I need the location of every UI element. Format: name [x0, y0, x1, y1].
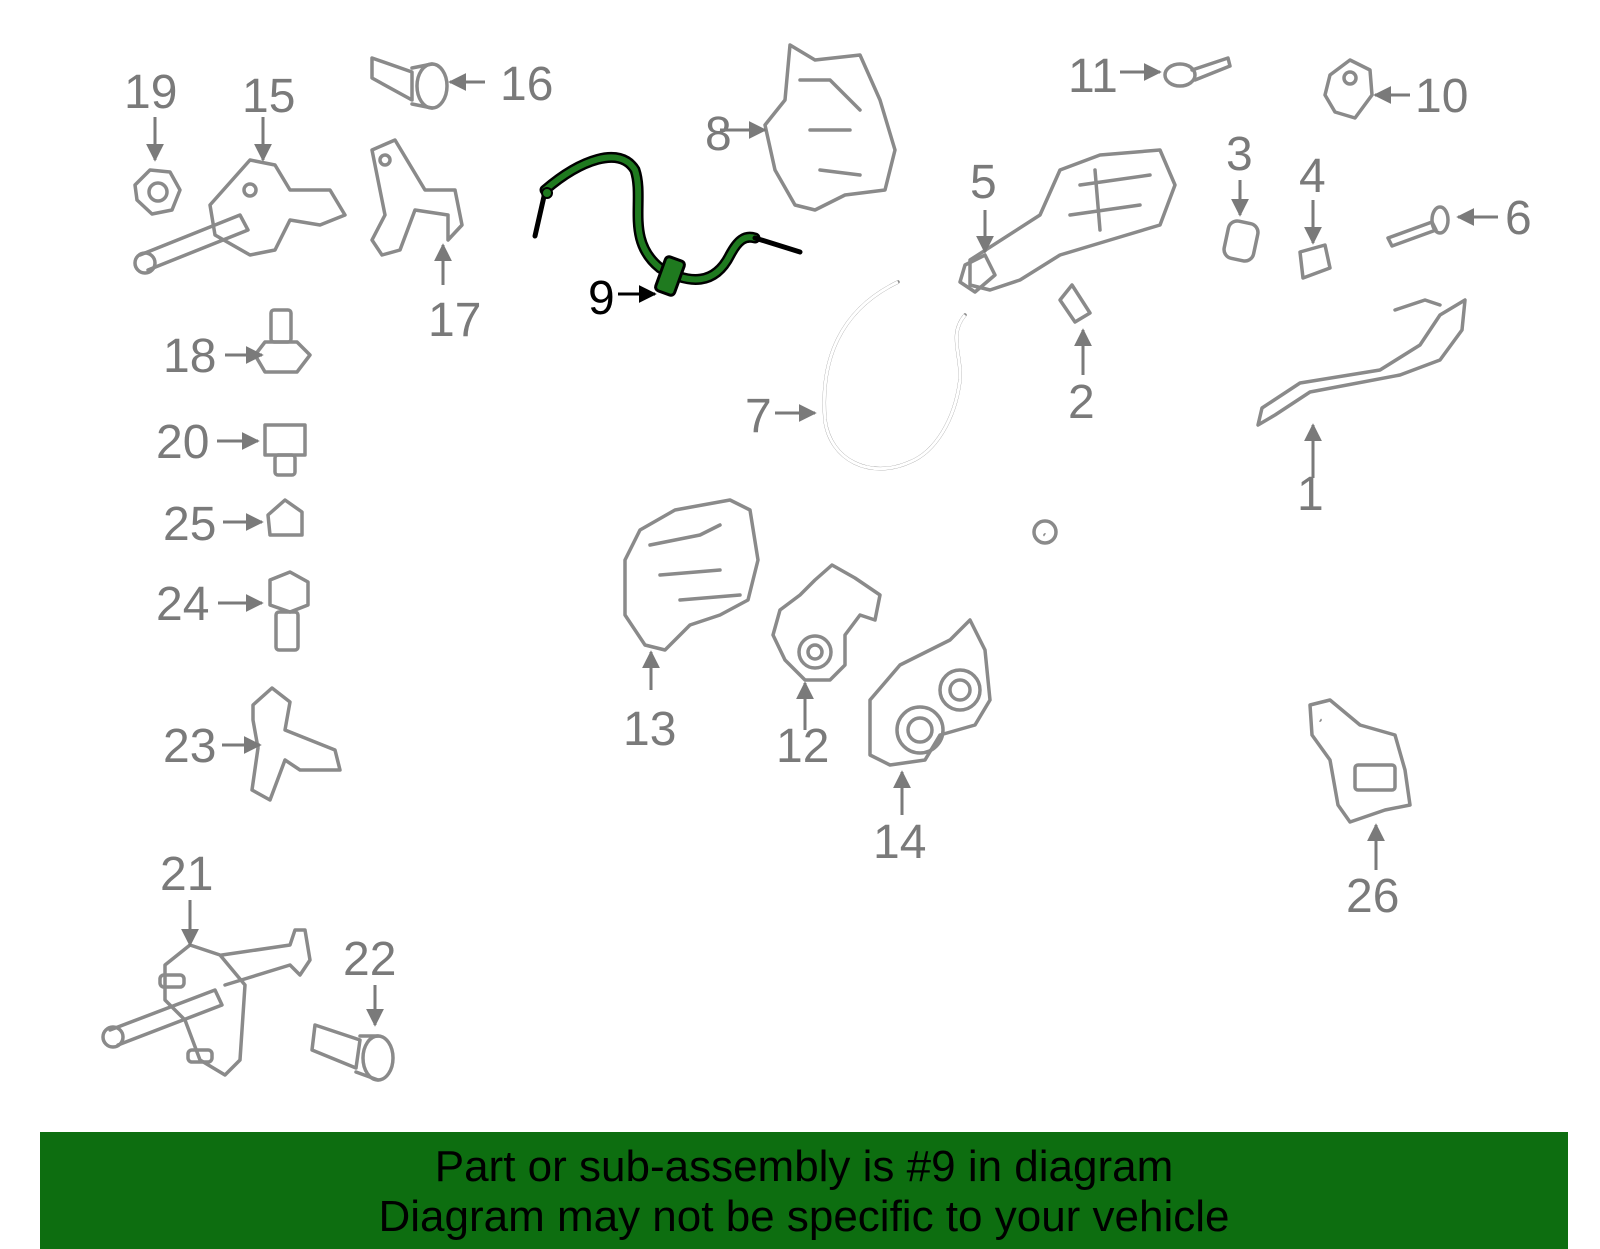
parts-diagram: 19 15 16 17 8 9 11 10 5 3 4 6 2 7 1 18 2…: [101, 43, 1532, 1082]
callout-3: 3: [1226, 128, 1253, 181]
part-2-cap[interactable]: [1058, 283, 1092, 324]
part-5-handle-frame[interactable]: [958, 148, 1177, 294]
part-17-bracket[interactable]: [370, 138, 464, 257]
part-14-striker[interactable]: [868, 618, 992, 767]
banner-line-2: Diagram may not be specific to your vehi…: [378, 1192, 1230, 1241]
part-4-clip[interactable]: [1298, 243, 1332, 280]
callout-24: 24: [156, 578, 209, 631]
callout-13: 13: [623, 703, 676, 756]
part-12-actuator[interactable]: [771, 563, 882, 682]
part-13-latch-housing[interactable]: [623, 498, 760, 652]
part-18-bolt[interactable]: [253, 308, 312, 374]
callout-22: 22: [343, 933, 396, 986]
part-19-nut[interactable]: [133, 168, 182, 216]
callout-7: 7: [745, 390, 772, 443]
callout-11: 11: [1068, 50, 1118, 103]
part-6-screw[interactable]: [1386, 205, 1450, 248]
callout-16: 16: [500, 58, 553, 111]
part-26-rod[interactable]: [1032, 519, 1412, 824]
callout-4: 4: [1299, 150, 1326, 203]
callout-14: 14: [873, 816, 926, 869]
part-23-clip[interactable]: [250, 686, 342, 802]
callout-2: 2: [1068, 376, 1095, 429]
part-15-hinge[interactable]: [133, 158, 347, 275]
callout-1: 1: [1297, 468, 1324, 521]
callout-6: 6: [1505, 192, 1532, 245]
callout-25: 25: [163, 498, 216, 551]
part-24-flange-bolt[interactable]: [268, 570, 310, 652]
part-3-pad[interactable]: [1222, 219, 1260, 263]
part-11-eyelet[interactable]: [1163, 56, 1232, 88]
part-1-outer-handle[interactable]: [1256, 298, 1467, 427]
banner-line-1: Part or sub-assembly is #9 in diagram: [434, 1142, 1174, 1191]
part-8-latch-cover[interactable]: [763, 43, 897, 212]
callout-5: 5: [970, 156, 997, 209]
callout-10: 10: [1415, 70, 1468, 123]
part-9-cable-highlighted[interactable]: [532, 151, 803, 297]
part-21-hinge[interactable]: [101, 928, 312, 1077]
callout-23: 23: [163, 720, 216, 773]
callout-18: 18: [163, 330, 216, 383]
part-16-bushing[interactable]: [370, 56, 449, 110]
callout-15: 15: [242, 70, 295, 123]
part-25-cap-nut[interactable]: [266, 498, 304, 537]
callout-20: 20: [156, 416, 209, 469]
part-22-bushing[interactable]: [310, 1023, 395, 1082]
callout-8: 8: [705, 108, 732, 161]
callout-9: 9: [588, 272, 615, 325]
part-10-clip[interactable]: [1323, 58, 1374, 120]
callout-12: 12: [776, 720, 829, 773]
callout-19: 19: [124, 66, 177, 119]
callout-26: 26: [1346, 870, 1399, 923]
callout-21: 21: [160, 848, 213, 901]
callout-17: 17: [428, 294, 481, 347]
part-20-cap-bolt[interactable]: [263, 423, 307, 477]
part-7-rod[interactable]: [822, 280, 967, 471]
info-banner: Part or sub-assembly is #9 in diagram Di…: [40, 1132, 1568, 1249]
